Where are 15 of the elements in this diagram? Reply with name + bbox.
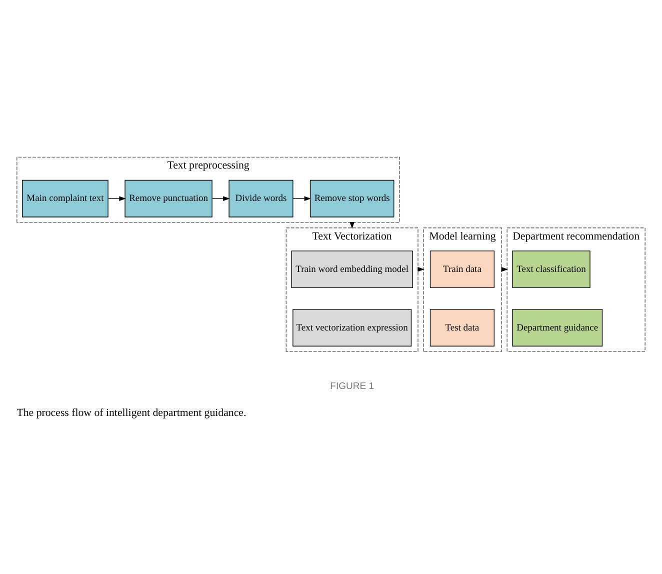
- arrow: [212, 196, 230, 201]
- label: FIGURE 1: [330, 380, 374, 392]
- node-box: Remove punctuation: [124, 180, 212, 218]
- node-box: Train data: [430, 250, 494, 288]
- node-box: Remove stop words: [310, 180, 394, 218]
- arrow: [108, 196, 126, 201]
- arrow: [292, 196, 312, 201]
- node-box: Text vectorization expression: [292, 309, 412, 346]
- node-box: Train word embedding model: [291, 250, 413, 288]
- caption: The process flow of intelligent department guidance.: [16, 407, 246, 420]
- node-box: Divide words: [228, 180, 294, 218]
- node-box: Main complaint text: [22, 180, 108, 218]
- node-box: Text classification: [512, 250, 590, 288]
- node-box: Test data: [430, 309, 494, 346]
- node-box: Department guidance: [512, 309, 603, 346]
